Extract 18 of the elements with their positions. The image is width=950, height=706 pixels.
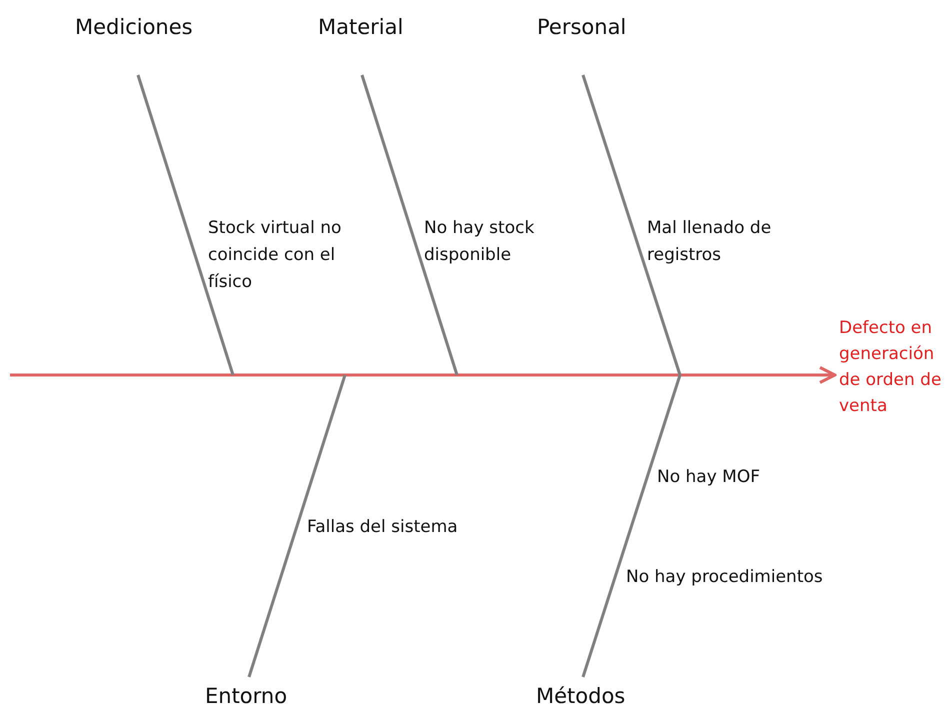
effect-label: Defecto en generación de orden de venta xyxy=(839,315,949,419)
cause-label: No hay procedimientos xyxy=(626,566,824,589)
cause-label: Mal llenado de registros xyxy=(647,217,772,267)
cause-label: Stock virtual no coincide con el físico xyxy=(208,217,342,294)
spine-arrow xyxy=(10,366,836,384)
category-label: Personal xyxy=(537,14,626,40)
cause-label: No hay MOF xyxy=(657,466,762,489)
rib-line xyxy=(248,374,346,678)
rib-line xyxy=(136,74,234,376)
category-label: Entorno xyxy=(205,683,288,706)
category-label: Mediciones xyxy=(75,14,193,40)
category-label: Material xyxy=(318,14,404,40)
category-label: Métodos xyxy=(536,683,626,706)
cause-label: Fallas del sistema xyxy=(307,516,459,539)
rib-line xyxy=(582,74,682,376)
rib-line xyxy=(360,74,458,376)
cause-label: No hay stock disponible xyxy=(424,217,536,267)
rib-line xyxy=(582,374,682,678)
